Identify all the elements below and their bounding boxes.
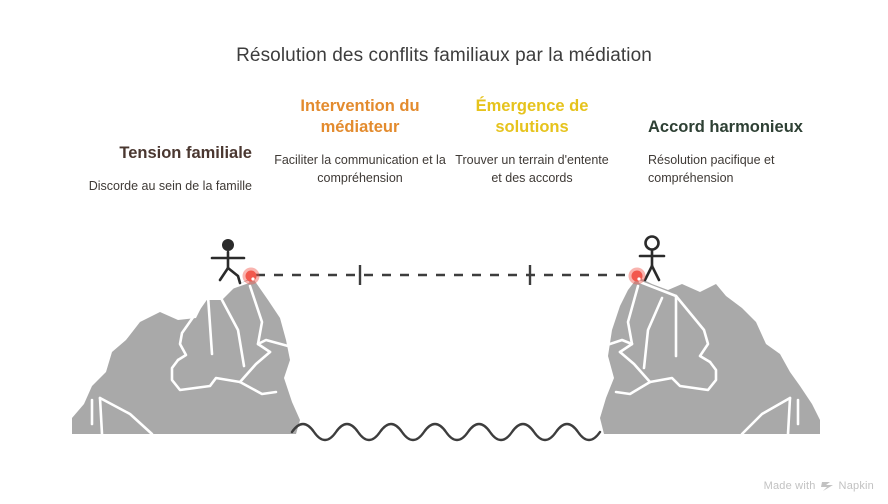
watermark-prefix: Made with: [763, 480, 816, 492]
page-title: Résolution des conflits familiaux par la…: [236, 45, 652, 66]
stage-heading-4: Accord harmonieux: [648, 118, 803, 136]
dashed-bridge-line: [256, 265, 634, 285]
left-cliff-cracks: [90, 280, 290, 436]
left-stick-figure: [210, 239, 246, 285]
water-waves: [290, 422, 602, 442]
watermark-brand: Napkin: [838, 480, 874, 492]
stage-column-emergence-de-solutions: Émergence de solutions Trouver un terrai…: [452, 96, 612, 188]
stage-heading-1: Tension familiale: [119, 144, 252, 162]
napkin-logo-icon: [820, 481, 834, 492]
stage-subtitle-2: Faciliter la communication et la compréh…: [274, 153, 446, 185]
stage-heading-2: Intervention du médiateur: [300, 97, 420, 137]
stage-column-intervention-du-mediateur: Intervention du médiateur Faciliter la c…: [272, 96, 448, 188]
right-cliff-cracks: [602, 280, 800, 436]
stage-column-tension-familiale: Tension familiale Discorde au sein de la…: [44, 143, 252, 196]
right-cliff: [600, 277, 820, 436]
stage-subtitle-4: Résolution pacifique et compréhension: [648, 153, 775, 185]
left-cliff: [72, 277, 300, 436]
stage-subtitle-1: Discorde au sein de la famille: [88, 179, 252, 194]
stage-column-accord-harmonieux: Accord harmonieux Résolution pacifique e…: [648, 117, 846, 188]
napkin-watermark: Made with Napkin: [764, 480, 874, 492]
right-anchor-dot: [628, 267, 646, 285]
left-anchor-dot: [242, 267, 260, 285]
stage-heading-3: Émergence de solutions: [475, 97, 589, 137]
right-stick-figure: [638, 235, 666, 282]
stage-subtitle-3: Trouver un terrain d'entente et des acco…: [455, 153, 609, 185]
